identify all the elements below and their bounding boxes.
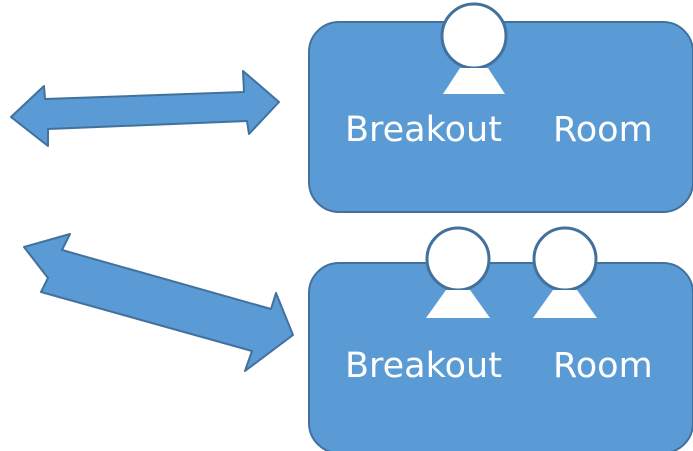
room-label-right: Room bbox=[553, 346, 653, 386]
double-arrow-icon bbox=[23, 233, 294, 372]
room-label-left: Breakout bbox=[345, 346, 502, 386]
double-arrow-icon bbox=[10, 70, 280, 147]
person-icon bbox=[425, 226, 491, 318]
breakout-room-2: Breakout Room bbox=[308, 226, 693, 451]
breakout-room-1: Breakout Room bbox=[308, 2, 693, 213]
room-label-left: Breakout bbox=[345, 110, 502, 150]
person-icon bbox=[440, 2, 508, 94]
person-icon bbox=[532, 226, 598, 318]
room-label-right: Room bbox=[553, 110, 653, 150]
room-box bbox=[308, 262, 693, 451]
